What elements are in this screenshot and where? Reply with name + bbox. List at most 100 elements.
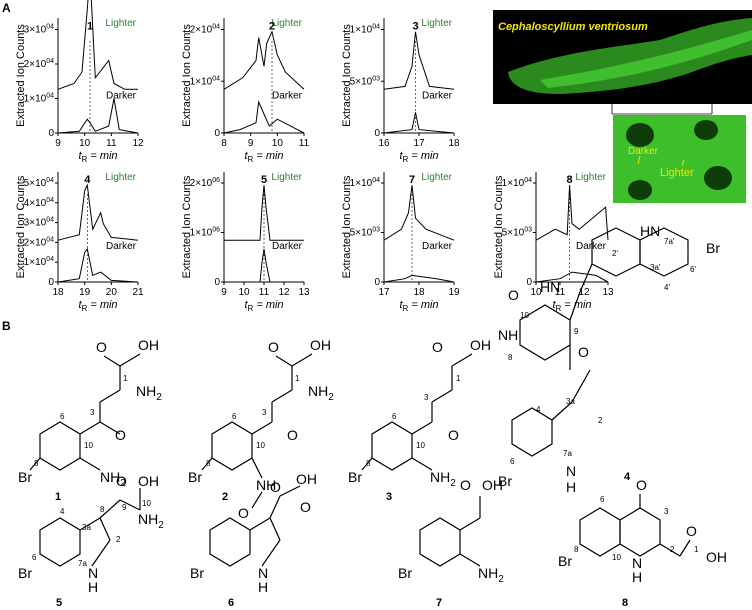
x-tick-label: 13 bbox=[602, 287, 614, 298]
series-lighter-line bbox=[223, 30, 305, 90]
c7-nh2: NH2 bbox=[478, 565, 504, 585]
y-axis-label: Extracted Ion Counts bbox=[493, 175, 505, 278]
c5-label: 5 bbox=[56, 597, 62, 609]
y-axis-label: Extracted Ion Counts bbox=[181, 175, 193, 278]
shark-photo: Cephaloscyllium ventriosum bbox=[493, 10, 752, 104]
c1-label: 1 bbox=[55, 491, 61, 503]
darker-label: Darker bbox=[576, 241, 607, 252]
x-axis-label: tR = min bbox=[399, 150, 438, 164]
c2-nh: NH bbox=[256, 477, 276, 493]
series-lighter-line bbox=[224, 185, 304, 241]
x-axis-label: tR = min bbox=[552, 299, 591, 313]
c4-pos-8: 8 bbox=[508, 353, 513, 362]
series-darker-line bbox=[223, 100, 305, 134]
darker-label: Darker bbox=[272, 91, 303, 102]
x-axis-label: tR = min bbox=[244, 299, 283, 313]
c3-o-top: O bbox=[432, 339, 443, 355]
x-tick-label: 8 bbox=[221, 138, 227, 149]
series-darker-line bbox=[383, 112, 455, 134]
x-tick-label: 9 bbox=[248, 138, 254, 149]
inset-darker-label: Darker bbox=[628, 146, 659, 157]
c5-pos-7a: 7a bbox=[78, 559, 87, 568]
c8-h: H bbox=[632, 569, 642, 585]
c8-o: O bbox=[636, 477, 647, 493]
c2-o-formyl: O bbox=[238, 505, 249, 521]
c6-h: H bbox=[258, 579, 268, 595]
y-tick-label: 5×1003 bbox=[350, 227, 380, 239]
c8-pos-3: 3 bbox=[664, 507, 669, 516]
lighter-label: Lighter bbox=[421, 18, 452, 29]
x-axis-label: tR = min bbox=[399, 299, 438, 313]
compound-number: 7 bbox=[409, 174, 415, 186]
c5-pos-6: 6 bbox=[32, 553, 37, 562]
c6-oh: OH bbox=[296, 471, 317, 487]
c2-oh: OH bbox=[310, 337, 331, 353]
c2-label: 2 bbox=[222, 491, 228, 503]
x-tick-label: 11 bbox=[259, 287, 270, 298]
structure-2 bbox=[201, 353, 313, 509]
series-lighter-line bbox=[57, 183, 139, 241]
y-tick-label: 1×1006 bbox=[190, 227, 220, 239]
y-axis-label: Extracted Ion Counts bbox=[15, 175, 27, 278]
lighter-label: Lighter bbox=[271, 18, 302, 29]
y-tick-label: 3×1004 bbox=[24, 24, 54, 36]
c3-br: Br bbox=[348, 469, 362, 485]
c4-pos-6: 6 bbox=[510, 457, 515, 466]
y-axis-label: Extracted Ion Counts bbox=[341, 24, 353, 127]
x-tick-label: 19 bbox=[79, 287, 91, 298]
y-axis-label: Extracted Ion Counts bbox=[181, 24, 193, 127]
y-axis-label: Extracted Ion Counts bbox=[341, 175, 353, 278]
y-tick-label: 1×1004 bbox=[24, 93, 54, 105]
x-axis-label: tR = min bbox=[78, 299, 117, 313]
structure-6 bbox=[209, 485, 301, 567]
inset-photo: Darker Lighter bbox=[613, 115, 746, 203]
darker-label: Darker bbox=[106, 91, 137, 102]
series-darker-line bbox=[383, 274, 455, 283]
c4-pos-3ap: 3a' bbox=[650, 263, 661, 272]
c8-oh: OH bbox=[706, 549, 727, 565]
c2-pos-6: 6 bbox=[232, 412, 237, 421]
x-axis-label: tR = min bbox=[78, 150, 117, 164]
y-tick-label: 5×1003 bbox=[502, 227, 532, 239]
c4-pos-9: 9 bbox=[574, 327, 579, 336]
c1-pos-8: 8 bbox=[34, 459, 39, 468]
c1-nh2: NH2 bbox=[136, 383, 162, 403]
y-tick-label: 1×1004 bbox=[190, 75, 220, 87]
c8-pos-6: 6 bbox=[600, 495, 605, 504]
y-tick-label: 2×1004 bbox=[24, 236, 54, 248]
species-label: Cephaloscyllium ventriosum bbox=[498, 21, 648, 33]
x-tick-label: 17 bbox=[378, 287, 390, 298]
c4-pos-4: 4 bbox=[536, 405, 541, 414]
series-lighter-line bbox=[383, 185, 455, 241]
c7-label: 7 bbox=[436, 597, 442, 609]
c8-pos-2: 2 bbox=[670, 545, 675, 554]
c4-nh-mid: NH bbox=[498, 327, 518, 343]
c5-o: O bbox=[116, 473, 127, 489]
c8-nh: N bbox=[632, 555, 642, 571]
x-tick-label: 11 bbox=[299, 138, 310, 149]
c4-label: 4 bbox=[624, 471, 631, 483]
y-tick-label: 0 bbox=[526, 277, 532, 288]
section-label-a: A bbox=[2, 1, 11, 15]
c6-o-acid: O bbox=[300, 499, 311, 515]
c7-o: O bbox=[460, 477, 471, 493]
y-axis-label: Extracted Ion Counts bbox=[15, 24, 27, 127]
c2-br: Br bbox=[188, 469, 202, 485]
c2-nh2: NH2 bbox=[308, 383, 334, 403]
c5-pos-2: 2 bbox=[116, 535, 121, 544]
c1-o-top: O bbox=[96, 339, 107, 355]
series-darker-line bbox=[57, 98, 139, 134]
c4-pos-7ap: 7a' bbox=[664, 237, 675, 246]
x-tick-label: 18 bbox=[448, 138, 460, 149]
section-label-b: B bbox=[2, 319, 11, 333]
y-tick-label: 2×1004 bbox=[24, 58, 54, 70]
y-tick-label: 1×1004 bbox=[350, 177, 380, 189]
x-tick-label: 17 bbox=[413, 138, 425, 149]
x-tick-label: 19 bbox=[448, 287, 460, 298]
c5-oh: OH bbox=[138, 473, 159, 489]
x-tick-label: 10 bbox=[272, 138, 284, 149]
c3-pos-3: 3 bbox=[424, 393, 429, 402]
